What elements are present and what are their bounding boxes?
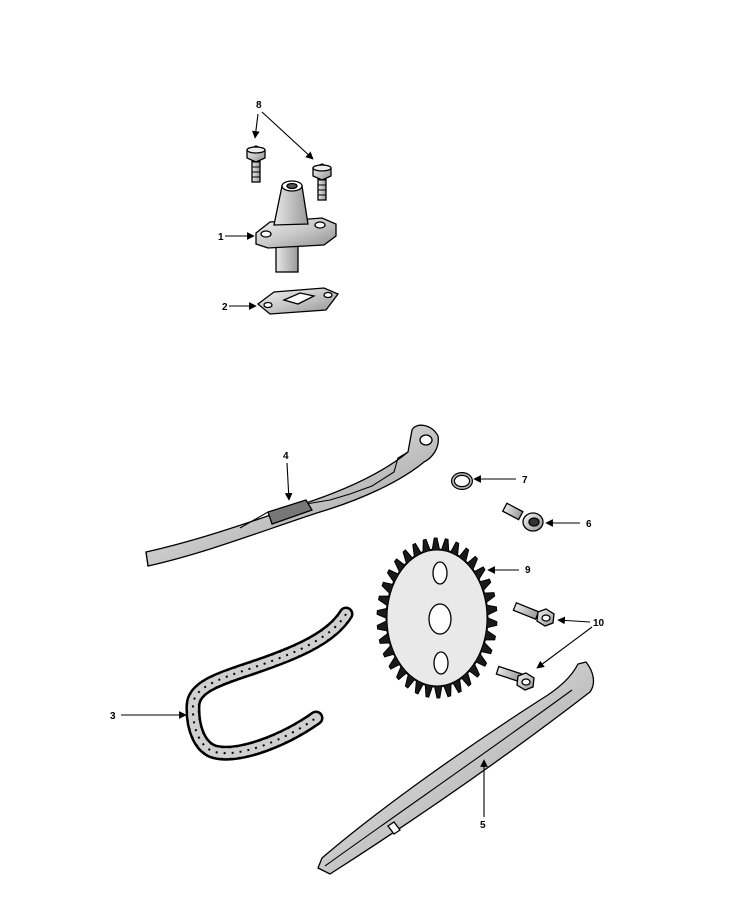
timing-chain-3 <box>185 606 354 761</box>
bolt-10-lower <box>495 665 535 691</box>
washer-7 <box>451 472 473 490</box>
tensioner-gasket <box>256 287 340 315</box>
callout-6: 6 <box>586 519 592 530</box>
callout-4: 4 <box>283 451 289 462</box>
leader-10a <box>557 616 591 625</box>
callout-7: 7 <box>522 475 528 486</box>
callout-1: 1 <box>218 232 224 243</box>
tensioner-group: 8 1 2 <box>218 100 340 315</box>
callout-8: 8 <box>256 100 262 111</box>
sprocket-9 <box>376 537 498 699</box>
tensioner-body <box>255 180 337 273</box>
bolt-10-upper <box>512 601 555 627</box>
leader-4 <box>284 462 293 501</box>
chain-guide-4 <box>145 424 439 567</box>
callout-2: 2 <box>222 302 228 313</box>
bolt-8-right <box>312 163 332 201</box>
bolt-8-left <box>246 145 266 183</box>
leader-10b <box>536 626 593 669</box>
callout-5: 5 <box>480 820 486 831</box>
leader-8b <box>261 111 314 160</box>
callout-10: 10 <box>593 618 605 629</box>
leader-8a <box>252 113 260 139</box>
callout-3: 3 <box>110 711 116 722</box>
chain-guide-5 <box>317 661 595 875</box>
bolt-6 <box>501 502 544 532</box>
callout-9: 9 <box>525 565 531 576</box>
